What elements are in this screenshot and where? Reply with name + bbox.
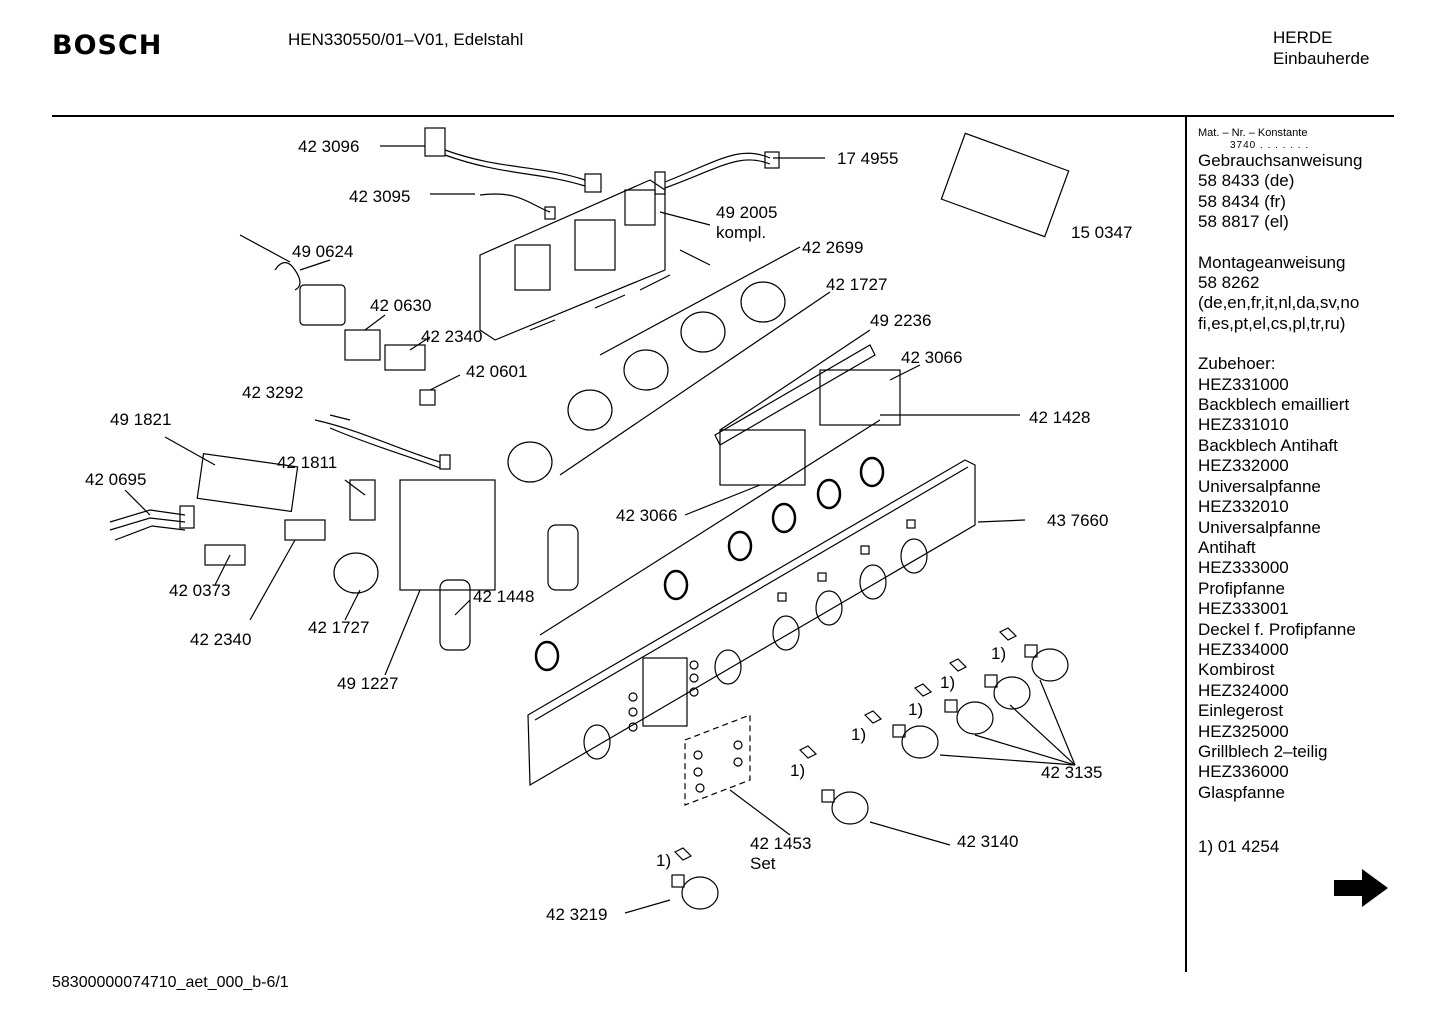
zubehoer-line: Einlegerost [1198,701,1284,721]
zubehoer-line: HEZ332000 [1198,456,1289,476]
brand-logo: BOSCH [52,30,163,61]
gebrauch-line: 58 8433 (de) [1198,171,1295,191]
leader-lines [124,145,1076,914]
zubehoer-line: HEZ331010 [1198,415,1289,435]
category-line-1: HERDE [1273,28,1333,47]
front-panel [527,459,976,787]
label-423066-left: 42 3066 [616,506,677,525]
zubehoer-line: HEZ333001 [1198,599,1289,619]
zubehoer-line: Zubehoer: [1198,354,1276,374]
zubehoer-line: Deckel f. Profipfanne [1198,619,1356,639]
mat-header: Mat. – Nr. – Konstante [1198,127,1308,139]
zubehoer-line: Glaspfanne [1198,782,1285,802]
label-423096: 42 3096 [298,137,359,156]
label-420373: 42 0373 [169,581,230,600]
zubehoer-line: HEZ334000 [1198,639,1289,659]
montage-line: (de,en,fr,it,nl,da,sv,no [1198,293,1360,313]
label-491227: 49 1227 [337,674,398,693]
label-kompl: kompl. [716,223,766,242]
label-421453: 42 1453 [750,834,811,853]
zubehoer-line: Kombirost [1198,660,1275,680]
label-423135: 42 3135 [1041,763,1102,782]
zubehoer-line: HEZ333000 [1198,558,1289,578]
label-422340-bottom: 42 2340 [190,630,251,649]
label-150347: 15 0347 [1071,223,1132,242]
label-492005: 49 2005 [716,203,777,222]
category: HERDE Einbauherde [1273,27,1369,69]
zubehoer-line: Universalpfanne [1198,517,1321,537]
side-panel-divider [1185,117,1187,972]
zubehoer-line: Backblech Antihaft [1198,435,1338,455]
screw-set [684,714,751,806]
category-line-2: Einbauherde [1273,49,1370,68]
label-420695: 42 0695 [85,470,146,489]
footnote-mark: 1) [790,761,805,780]
montage-line: 58 8262 [1198,273,1260,293]
zubehoer-line: HEZ331000 [1198,374,1289,394]
label-422699: 42 2699 [802,238,863,257]
zubehoer-line: Antihaft [1198,537,1256,557]
label-492236: 49 2236 [870,311,931,330]
label-423292: 42 3292 [242,383,303,402]
label-421428: 42 1428 [1029,408,1090,427]
label-437660: 43 7660 [1047,511,1108,530]
knob-rings [534,456,885,672]
footnote-mark: 1) [656,851,671,870]
label-420630: 42 0630 [370,296,431,315]
gebrauch-line: 58 8434 (fr) [1198,191,1286,211]
header-divider [52,115,1394,117]
footnote-mark: 1) [851,725,866,744]
label-423066-right: 42 3066 [901,348,962,367]
zubehoer-line: HEZ332010 [1198,497,1289,517]
zubehoer-line: HEZ325000 [1198,721,1289,741]
label-423095: 42 3095 [349,187,410,206]
mat-value: 3740 . . . . . . . [1230,140,1310,151]
label-420601: 42 0601 [466,362,527,381]
control-knobs [671,627,1069,910]
label-423140: 42 3140 [957,832,1018,851]
label-421811: 42 1811 [277,453,337,472]
model-title: HEN330550/01–V01, Edelstahl [288,30,524,49]
zubehoer-line: Backblech emailliert [1198,395,1350,415]
exploded-view-diagram: 42 3096 17 4955 42 3095 49 2005 kompl. 1… [85,127,1132,924]
gebrauch-line: 58 8817 (el) [1198,212,1289,232]
label-174955: 17 4955 [837,149,898,168]
zubehoer-line: Universalpfanne [1198,476,1321,496]
zubehoer-line: HEZ324000 [1198,680,1289,700]
montage-section: Montageanweisung 58 8262 (de,en,fr,it,nl… [1198,253,1418,335]
control-board [479,179,711,341]
zubehoer-line: HEZ336000 [1198,762,1289,782]
label-421727-bottom: 42 1727 [308,618,369,637]
footnote-mark: 1) [908,700,923,719]
document-id: 58300000074710_aet_000_b-6/1 [52,974,289,991]
label-490624: 49 0624 [292,242,353,261]
footnote-mark: 1) [991,644,1006,663]
gebrauch-section: Gebrauchsanweisung 58 8433 (de) 58 8434 … [1198,151,1418,233]
small-parts [196,132,1070,651]
zubehoer-section: Zubehoer: HEZ331000 Backblech emailliert… [1198,354,1418,803]
footnote: 1) 01 4254 [1198,837,1280,857]
gebrauch-line: Gebrauchsanweisung [1198,151,1363,170]
label-422340-top: 42 2340 [421,327,482,346]
label-423219: 42 3219 [546,905,607,924]
label-421727-top: 42 1727 [826,275,887,294]
montage-line: Montageanweisung [1198,252,1346,272]
zubehoer-line: Grillblech 2–teilig [1198,741,1328,761]
label-491821: 49 1821 [110,410,171,429]
footnote-mark: 1) [940,673,955,692]
montage-line: fi,es,pt,el,cs,pl,tr,ru) [1198,313,1346,333]
side-panel: Mat. – Nr. – Konstante 3740 . . . . . . … [1198,127,1418,858]
wire-harnesses [109,127,780,541]
arrow-right-icon[interactable] [1332,867,1390,909]
zubehoer-line: Profipfanne [1198,578,1285,598]
label-421448: 42 1448 [473,587,534,606]
label-set: Set [750,854,776,873]
knob-housings [333,281,786,594]
